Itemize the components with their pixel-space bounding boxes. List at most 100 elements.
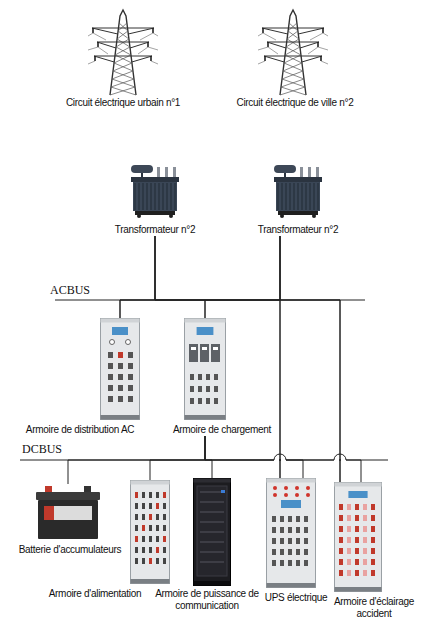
cooling-fin [305, 183, 306, 210]
power-pylon-picture [258, 10, 328, 95]
communication-cabinet-picture [193, 478, 231, 586]
communication-cabinet: Armoire de puissance de communication [155, 478, 259, 612]
battery-mark [44, 506, 54, 520]
switch [280, 527, 284, 533]
switch [206, 398, 210, 404]
rack-unit [200, 552, 224, 553]
rack-unit [200, 522, 224, 523]
breaker [347, 548, 351, 554]
charging-cabinet-picture [184, 318, 226, 420]
breaker [156, 558, 159, 564]
breaker [371, 559, 375, 565]
bushing [316, 167, 319, 178]
bus-wire [120, 236, 280, 318]
ac-distribution-cabinet-picture [100, 318, 140, 420]
breaker [363, 537, 367, 543]
rectifier-module [200, 344, 209, 362]
module-display [202, 347, 207, 350]
cooling-fin [150, 183, 151, 210]
cooling-fin [293, 183, 294, 210]
breaker [355, 504, 359, 510]
indicator-led [295, 486, 299, 490]
breaker [156, 514, 159, 520]
switch [190, 398, 194, 404]
breaker [339, 537, 343, 543]
breaker [163, 547, 166, 553]
power-wires [258, 33, 328, 64]
cooling-fin [174, 183, 175, 210]
equipment-label: Circuit électrique de ville n°2 [225, 97, 365, 109]
cooling-fin [301, 183, 302, 210]
switch [280, 538, 284, 544]
cabinet-plinth [335, 587, 382, 592]
label-holder: ACBUS [50, 283, 90, 297]
breaker [371, 537, 375, 543]
tank-cover [131, 177, 179, 182]
breaker [142, 558, 145, 564]
breaker [355, 526, 359, 532]
bus-wire [280, 236, 340, 482]
switch [272, 527, 276, 533]
cooling-fin [154, 183, 155, 210]
bus-label: ACBUS [50, 283, 90, 297]
wheel [280, 214, 284, 218]
breaker [355, 537, 359, 543]
breaker [163, 558, 166, 564]
cabinet-top [101, 319, 140, 323]
indicator-led [306, 486, 310, 490]
pylon-legs [110, 10, 136, 95]
bushing [300, 167, 303, 178]
breaker [149, 536, 152, 542]
label-holder: Armoire de puissance de communication [155, 588, 259, 612]
label-holder: Batterie d'accumulateurs [12, 544, 128, 556]
cabinet-body [101, 319, 140, 420]
cabinet-top [131, 481, 170, 485]
label-holder: Transformateur n°2 [105, 224, 205, 236]
module-display [213, 347, 218, 350]
switch [108, 363, 113, 369]
breaker [135, 492, 138, 498]
equipment-label: Armoire de distribution AC [17, 424, 143, 436]
battery-label-strip [44, 506, 92, 520]
indicator-led [284, 486, 288, 490]
indicator-led [273, 486, 277, 490]
dc-bus-line [20, 460, 388, 461]
battery: Batterie d'accumulateurs [12, 484, 128, 556]
hop-gap [334, 458, 339, 462]
cooling-fin [285, 183, 286, 210]
emergency-light-cabinet: Armoire d'éclairage accident [331, 482, 417, 620]
switch [190, 386, 194, 392]
cooling-fin [297, 183, 298, 210]
transformer-picture [268, 163, 328, 218]
switch [118, 385, 123, 391]
power-pylon-picture [88, 10, 158, 95]
label-holder: UPS électrique [261, 592, 331, 604]
cooling-fin [277, 183, 278, 210]
cabinet-body [131, 481, 170, 584]
breaker [339, 559, 343, 565]
cabinet-body [335, 483, 382, 592]
breaker [339, 570, 343, 576]
switch [288, 549, 292, 555]
breaker [363, 570, 367, 576]
ups-cabinet-picture [266, 478, 316, 588]
power-pylon: Circuit électrique de ville n°2 [225, 10, 365, 109]
switch [118, 396, 123, 402]
pylon-lattice [110, 23, 136, 95]
cabinet-body [267, 479, 316, 588]
label-holder: Circuit électrique de ville n°2 [225, 97, 365, 109]
switch [272, 560, 276, 566]
breaker [142, 547, 145, 553]
display-screen [281, 500, 301, 508]
breaker [156, 536, 159, 542]
switch [108, 385, 113, 391]
cabinet-plinth [194, 581, 231, 586]
battery-lid [36, 492, 100, 500]
battery-picture [36, 484, 100, 540]
indicator-led [306, 493, 310, 497]
switch [296, 516, 300, 522]
switch [128, 396, 133, 402]
breaker [347, 515, 351, 521]
rectifier-module [189, 344, 198, 362]
switch [272, 538, 276, 544]
